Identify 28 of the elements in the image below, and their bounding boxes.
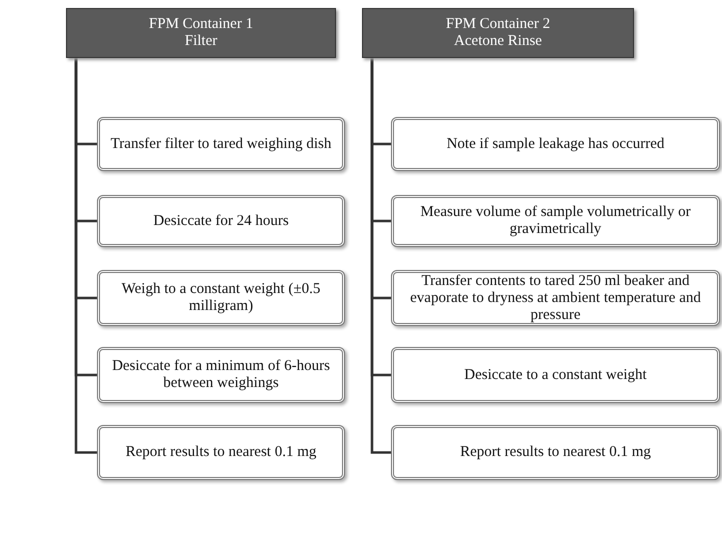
step-box — [97, 117, 345, 171]
step-box — [97, 425, 345, 480]
header-box — [362, 8, 634, 58]
step-text: Transfer contents to tared 250 ml beaker and evaporate to dryness at ambient temperature and pressure — [409, 272, 702, 324]
step-text: Note if sample leakage has occurred — [446, 136, 664, 152]
step-text: Measure volume of sample volumetrically or gravimetrically — [419, 204, 692, 238]
step-box — [391, 195, 720, 247]
connector-line — [74, 58, 97, 454]
header-box — [66, 8, 336, 58]
step-box — [391, 117, 720, 171]
step-text: Report results to nearest 0.1 mg — [460, 444, 651, 461]
header-text: Filter — [184, 33, 218, 50]
step-text: Transfer filter to tared weighing dish — [110, 136, 332, 152]
step-text: Weigh to a constant weight (±0.5 milligram) — [120, 281, 322, 315]
step-box — [391, 270, 720, 326]
step-box — [97, 347, 345, 403]
step-text: Desiccate for 24 hours — [153, 212, 289, 230]
step-box — [391, 347, 720, 403]
header-text: Acetone Rinse — [454, 33, 542, 50]
step-box — [391, 425, 720, 480]
header-text: FPM Container 2 — [446, 16, 550, 33]
step-box — [97, 195, 345, 247]
header-text: FPM Container 1 — [148, 16, 254, 33]
step-text: Desiccate to a constant weight — [464, 366, 647, 384]
step-text: Desiccate for a minimum of 6-hours between weighings — [111, 358, 331, 392]
connector-line — [370, 58, 391, 454]
step-text: Report results to nearest 0.1 mg — [126, 444, 316, 461]
step-box — [97, 270, 345, 326]
